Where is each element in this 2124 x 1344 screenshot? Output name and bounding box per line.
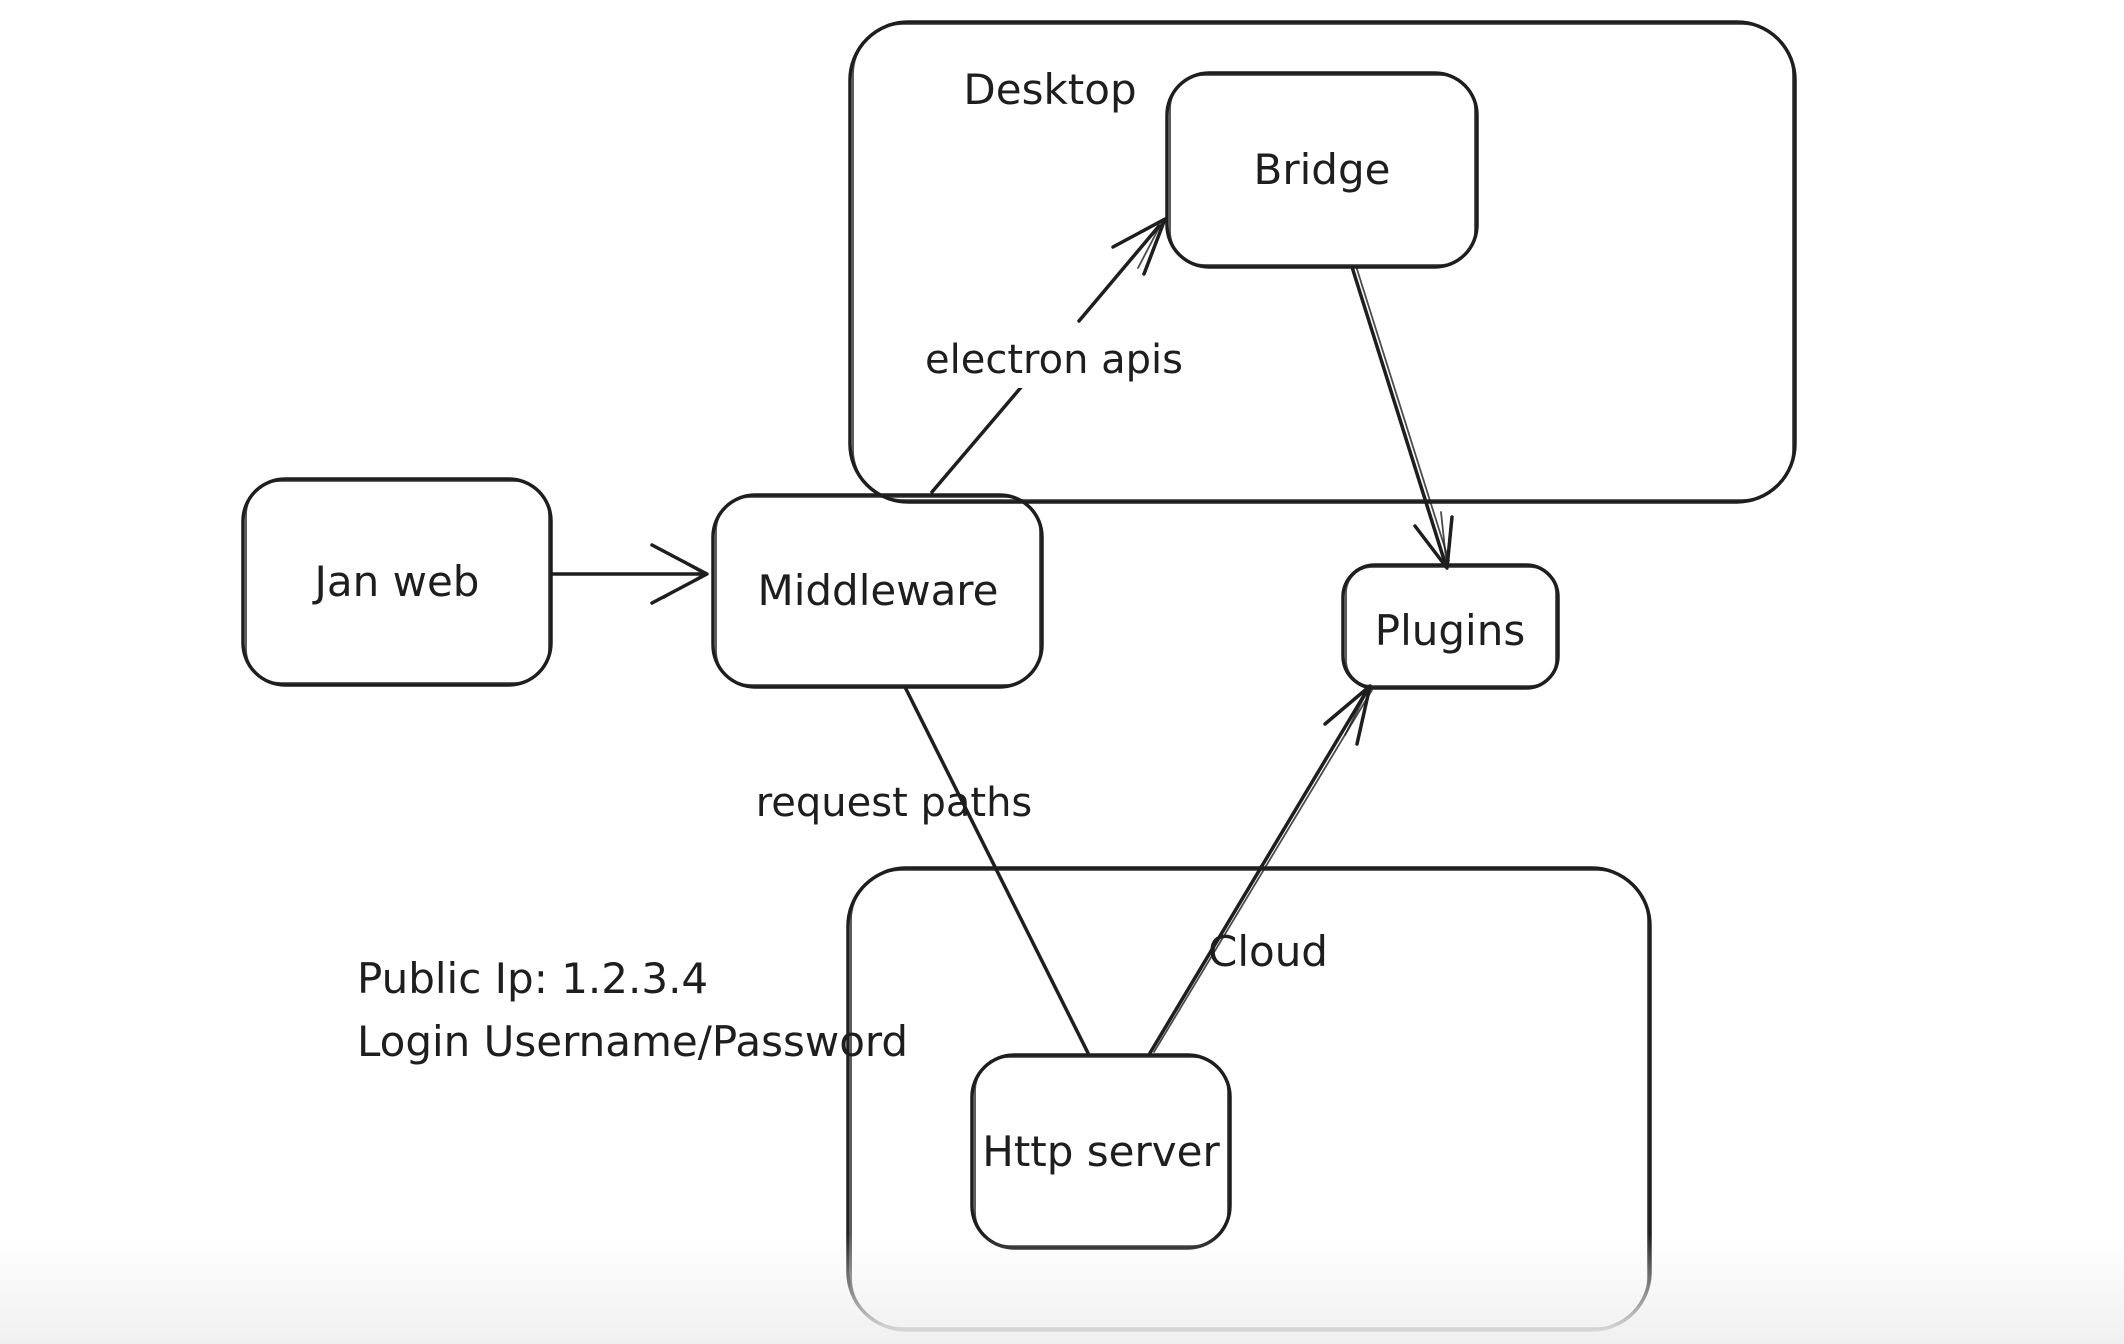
node-http-server[interactable]: Http server	[970, 1053, 1232, 1250]
middleware-label: Middleware	[757, 566, 998, 615]
note-public-ip: Public Ip: 1.2.3.4	[357, 954, 708, 1003]
desktop-container-label: Desktop	[963, 65, 1136, 114]
plugins-box[interactable]	[1341, 563, 1560, 690]
desktop-container-box[interactable]	[848, 20, 1797, 504]
jan-web-box-sketch-overlay	[245, 480, 550, 684]
node-plugins[interactable]: Plugins	[1341, 563, 1560, 690]
edge-bridge-to-plugins-line	[1350, 265, 1448, 568]
bridge-box-sketch-overlay	[1169, 74, 1476, 266]
edge-middleware-to-bridge[interactable]: electron apis	[918, 217, 1190, 494]
edge-label-background	[918, 326, 1190, 388]
edge-jan-web-to-middleware-arrowhead-sketch-overlay	[663, 550, 705, 599]
edge-label-electron-apis: electron apis	[925, 337, 1183, 383]
node-jan-web[interactable]: Jan web	[241, 477, 553, 687]
plugins-box-sketch-overlay	[1345, 566, 1557, 687]
plugins-label: Plugins	[1375, 606, 1525, 655]
node-middleware[interactable]: Middleware	[711, 493, 1044, 689]
bridge-label: Bridge	[1254, 145, 1391, 194]
bridge-box[interactable]	[1165, 71, 1479, 269]
edge-bridge-to-plugins[interactable]	[1350, 265, 1454, 570]
edge-http-server-to-plugins-line	[1148, 685, 1371, 1055]
desktop-container-box-sketch-overlay	[852, 23, 1794, 501]
cloud-container-label: Cloud	[1208, 927, 1328, 976]
edge-label-request-paths: request paths	[756, 780, 1033, 826]
container-desktop[interactable]: Desktop	[848, 20, 1797, 504]
edge-middleware-to-bridge-arrowhead-icon	[1111, 217, 1167, 276]
edge-jan-web-to-middleware[interactable]	[549, 543, 709, 605]
node-bridge[interactable]: Bridge	[1165, 71, 1479, 269]
middleware-box-sketch-overlay	[715, 496, 1041, 686]
http-server-label: Http server	[982, 1127, 1220, 1176]
edge-middleware-to-http-server-line	[903, 685, 1090, 1055]
edge-middleware-to-http-server[interactable]: request paths	[756, 685, 1090, 1055]
edge-middleware-to-bridge-line-upper	[1077, 224, 1161, 323]
edge-http-server-to-plugins-arrowhead-sketch-overlay	[1344, 685, 1371, 736]
jan-web-label: Jan web	[312, 557, 480, 606]
edge-bridge-to-plugins-line-sketch-overlay	[1355, 265, 1450, 562]
middleware-box[interactable]	[711, 493, 1044, 689]
jan-web-box[interactable]	[241, 477, 553, 687]
notes-block[interactable]: Public Ip: 1.2.3.4 Login Username/Passwo…	[357, 954, 908, 1066]
edge-http-server-to-plugins-line-sketch-overlay	[1153, 689, 1373, 1053]
edge-bridge-to-plugins-arrowhead-sketch-overlay	[1440, 511, 1448, 569]
edge-middleware-to-bridge-arrowhead-sketch-overlay	[1137, 221, 1163, 269]
edge-middleware-to-bridge-line-lower	[930, 383, 1025, 494]
note-login: Login Username/Password	[357, 1017, 908, 1066]
